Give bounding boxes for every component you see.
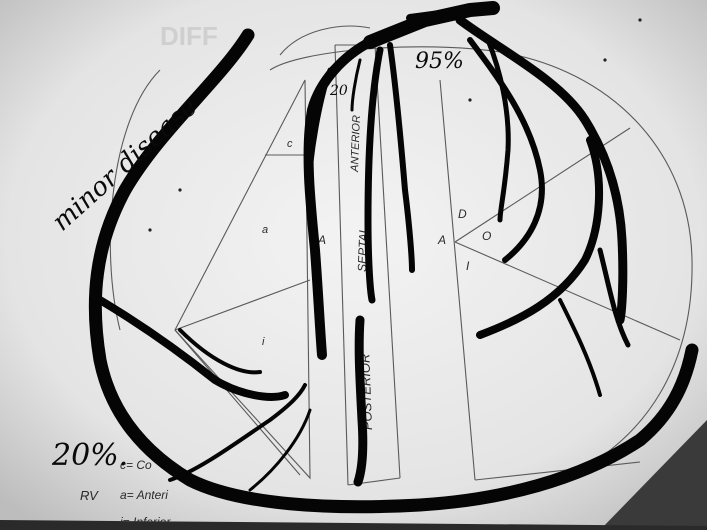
segment-label-o: O <box>482 229 491 243</box>
posterior-descending <box>358 320 363 482</box>
legend-i-line: i= Inferior <box>120 515 171 529</box>
annotation-20-percent-large: 20%. <box>51 438 128 473</box>
annotation-95-percent: 95% <box>415 49 464 74</box>
faded-header-text: DIFF <box>160 21 218 51</box>
segment-label-a: a <box>262 224 268 236</box>
legend-a-line: a= Anteri <box>120 488 168 502</box>
segment-label-a-right: A <box>437 233 446 247</box>
left-main-upper-cap <box>410 14 440 18</box>
label-anterior: ANTERIOR <box>349 115 363 173</box>
segment-label-d: D <box>458 207 467 221</box>
segment-label-c: c <box>287 138 293 150</box>
annotation-20-small: 20 <box>329 83 348 99</box>
legend-rv: RV <box>80 488 99 503</box>
